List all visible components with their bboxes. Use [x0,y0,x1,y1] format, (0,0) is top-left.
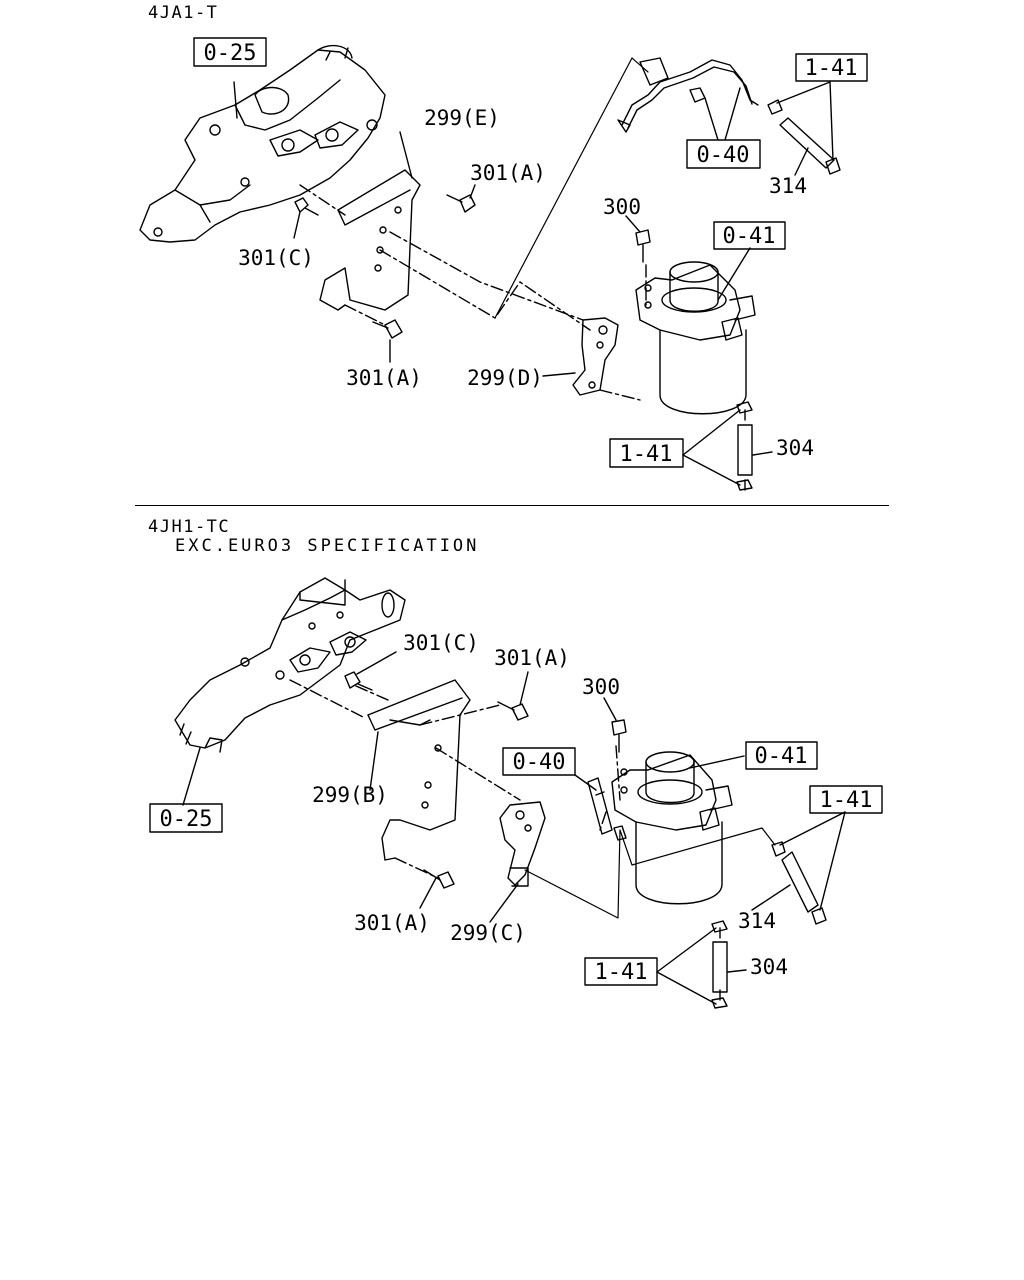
leader-bracket-lower-lower [489,883,519,923]
leader-clip-upper-3 [682,409,741,456]
section-subtitle-4jh1: EXC.EURO3 SPECIFICATION [175,536,480,556]
label-bracket-upper: 299(E) [424,106,500,130]
leader-bracket-upper [399,131,413,179]
leader-pipe-lower [574,774,597,791]
ref-label-manifold-upper: 0-25 [204,41,257,66]
leader-bolt-301a-lower-1 [519,671,529,706]
bracket-upper-lower-section [367,679,471,861]
ref-box-filter-lower [745,741,818,770]
label-bolt-300-lower: 300 [582,675,620,699]
hose-314-upper [767,99,841,175]
section-divider [135,505,889,506]
leader-hose-304-lower [727,969,747,973]
leader-bracket-lower [542,372,576,377]
label-bracket-lower: 299(D) [467,366,543,390]
ref-label-clip-lower-bottom: 1-41 [595,960,648,985]
leader-hose-304-upper [752,451,773,456]
leader-bolt-301c-lower [356,651,397,675]
assembly-lines-upper [299,184,746,491]
bolt-300-lower [611,719,627,753]
leader-clip-lower-2 [819,811,846,911]
bolt-301a-upper-1 [446,194,476,213]
ref-label-clip-upper-top: 1-41 [805,56,858,81]
leader-clip-lower-3 [656,927,717,973]
ref-label-clip-lower-top: 1-41 [820,788,873,813]
label-bolt-301a-upper-2: 301(A) [346,366,422,390]
leader-pipe-upper-1 [704,97,719,141]
label-hose-304-lower: 304 [750,955,788,979]
leader-clip-upper-2 [829,81,834,161]
bracket-lower-lower-section [499,801,546,887]
leader-filter-upper [717,247,751,301]
ref-label-manifold-lower: 0-25 [160,807,213,832]
label-bolt-301c-lower: 301(C) [403,631,479,655]
ref-box-clip-upper-top [795,53,868,82]
leader-bracket-upper-lower [369,731,379,791]
label-bolt-301c-upper: 301(C) [238,246,314,270]
ref-label-pipe-lower: 0-40 [513,750,566,775]
hose-314-lower [771,841,827,925]
bolt-301a-upper-2 [372,319,403,339]
leader-clip-lower-1 [779,811,846,846]
ref-box-filter-upper [713,221,786,250]
bolt-301c-upper [294,197,319,216]
section-4ja1-drawing: 0-25 299(E) 301(C) 301(A) 301( [139,37,868,491]
bracket-upper [319,169,421,311]
bolt-301a-lower-2 [423,869,455,889]
ref-box-clip-lower-top [809,785,883,814]
ref-label-filter-lower: 0-41 [755,744,808,769]
leader-bolt-300-lower [603,697,617,721]
section-title-4ja1: 4JA1-T [148,3,219,23]
ref-box-manifold-lower [149,803,223,833]
section-4jh1-drawing: 0-25 299(B) 301(C) 301(A) 301( [149,577,883,1009]
bolt-300-upper [635,229,651,263]
leader-pipe-upper-2 [724,87,741,141]
ref-label-clip-upper-bottom: 1-41 [620,442,673,467]
leader-bolt-301a-upper-1 [469,184,476,199]
label-bolt-301a-lower-2: 301(A) [354,911,430,935]
bolt-301a-lower-1 [497,701,529,721]
label-hose-314-upper: 314 [769,174,807,198]
ref-box-clip-lower-bottom [584,957,658,986]
label-hose-304-upper: 304 [776,436,814,460]
pipe-route-upper [494,57,649,319]
ref-box-pipe-lower [502,747,576,776]
leader-hose-314-upper [794,147,809,176]
leader-manifold-upper [233,81,238,119]
fuel-pipe-upper [617,57,759,133]
label-bolt-301a-lower-1: 301(A) [494,646,570,670]
leader-clip-lower-4 [656,971,717,1005]
exhaust-manifold-upper [139,44,386,243]
label-bracket-lower-lower: 299(C) [450,921,526,945]
leader-clip-upper-1 [776,81,831,104]
label-bolt-300-upper: 300 [603,195,641,219]
label-bolt-301a-upper-1: 301(A) [470,161,546,185]
leader-bolt-300-upper [625,215,641,233]
pipe-route-lower [524,827,776,919]
bracket-lower-upper-section [572,317,619,396]
leader-filter-lower [689,755,745,769]
label-hose-314-lower: 314 [738,909,776,933]
leader-manifold-lower [182,747,201,806]
leader-clip-upper-4 [682,454,741,486]
leader-hose-314-lower [751,884,791,911]
ref-label-filter-upper: 0-41 [723,224,776,249]
fuel-filter-upper [635,261,756,415]
ref-label-pipe-upper: 0-40 [697,143,750,168]
ref-box-pipe-upper [686,139,761,169]
leader-bolt-301a-lower-2 [419,877,437,909]
ref-box-clip-upper-bottom [609,438,684,468]
ref-box-manifold-upper [193,37,267,67]
label-bracket-upper-lower: 299(B) [312,783,388,807]
leader-bolt-301c-upper [293,211,301,239]
fuel-pipe-lower [587,777,627,841]
fuel-filter-lower [611,751,733,905]
exhaust-manifold-lower [174,577,406,753]
section-title-4jh1: 4JH1-TC [148,517,231,537]
bolt-301c-lower [344,671,373,691]
